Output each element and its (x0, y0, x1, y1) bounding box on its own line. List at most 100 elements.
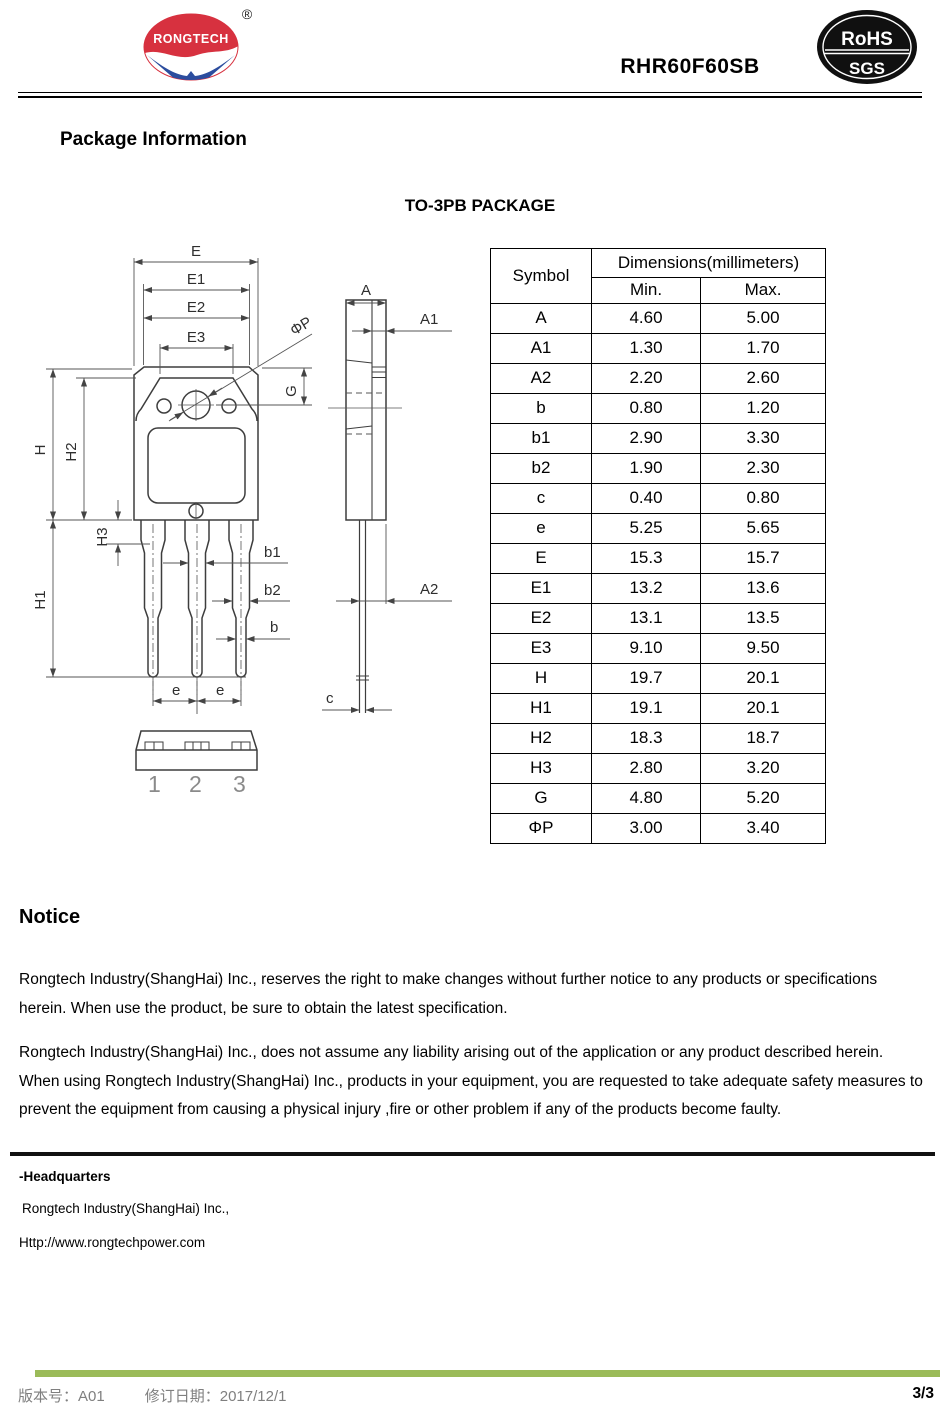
min-cell: 2.20 (591, 363, 701, 394)
symbol-cell: E1 (490, 573, 592, 604)
notice-title: Notice (19, 906, 81, 928)
symbol-cell: c (490, 483, 592, 514)
dim-label-H2: H2 (63, 442, 80, 461)
max-cell: 2.30 (700, 453, 826, 484)
notice-paragraph-1: Rongtech Industry(ShangHai) Inc., reserv… (19, 971, 878, 1017)
section-title: Package Information (60, 129, 247, 150)
part-number-title: RHR60F60SB (620, 55, 760, 78)
revision-label: 修订日期： (144, 1388, 220, 1405)
table-row: H3 2.80 3.20 (490, 753, 826, 784)
min-cell: 4.60 (591, 303, 701, 334)
symbol-cell: H (490, 663, 592, 694)
header-divider (18, 92, 922, 98)
revision-value: 2017/12/1 (219, 1388, 287, 1405)
package-outline-drawing: E E1 E2 E3 H H2 H1 H3 G ΦP b1 b2 b e e A… (32, 245, 452, 797)
min-cell: 1.90 (591, 453, 701, 484)
min-cell: 3.00 (591, 813, 701, 844)
bottom-view (135, 730, 258, 771)
front-view-dimensions (46, 258, 313, 714)
table-row: A1 1.30 1.70 (490, 333, 826, 364)
table-row: c 0.40 0.80 (490, 483, 826, 514)
max-cell: 15.7 (700, 543, 826, 574)
min-cell: 15.3 (591, 543, 701, 574)
side-view-dimensions (322, 299, 452, 714)
symbol-cell: ΦP (490, 813, 592, 844)
max-cell: 9.50 (700, 633, 826, 664)
max-cell: 1.20 (700, 393, 826, 424)
side-view-hidden-lines (328, 392, 402, 435)
max-cell: 13.5 (700, 603, 826, 634)
front-view-centerlines (152, 389, 242, 695)
symbol-cell: A2 (490, 363, 592, 394)
rongtech-logo-icon: RONGTECH ® (143, 6, 253, 81)
package-name-title: TO-3PB PACKAGE (404, 196, 556, 215)
min-cell: 13.2 (591, 573, 701, 604)
symbol-cell: H3 (490, 753, 592, 784)
side-view (345, 299, 387, 713)
dim-label-H1: H1 (32, 590, 49, 609)
min-cell: 2.80 (591, 753, 701, 784)
col-header-dimensions: Dimensions(millimeters) (591, 248, 826, 278)
table-row: E3 9.10 9.50 (490, 633, 826, 664)
symbol-cell: A1 (490, 333, 592, 364)
max-cell: 3.20 (700, 753, 826, 784)
rohs-sgs-badge-icon: RoHS SGS (817, 10, 917, 84)
pin-1-label: 1 (148, 771, 161, 797)
logo-brand-text: RONGTECH (153, 32, 229, 46)
max-cell: 13.6 (700, 573, 826, 604)
footer-accent-bar (35, 1370, 940, 1377)
dim-label-A2: A2 (420, 581, 438, 598)
dim-label-E1: E1 (187, 271, 205, 288)
table-row: ΦP 3.00 3.40 (490, 813, 826, 844)
notice-paragraph-2: Rongtech Industry(ShangHai) Inc., does n… (19, 1044, 923, 1118)
table-row: H2 18.3 18.7 (490, 723, 826, 754)
dim-label-A: A (361, 282, 371, 299)
dim-label-H: H (32, 445, 49, 456)
pin-2-label: 2 (189, 771, 202, 797)
max-cell: 5.65 (700, 513, 826, 544)
dim-label-c: c (326, 690, 334, 707)
table-row: b1 2.90 3.30 (490, 423, 826, 454)
table-row: b2 1.90 2.30 (490, 453, 826, 484)
company-website[interactable]: Http://www.rongtechpower.com (19, 1235, 206, 1250)
headquarters-label: -Headquarters (19, 1169, 111, 1184)
dim-label-E: E (191, 245, 201, 260)
table-row: E1 13.2 13.6 (490, 573, 826, 604)
max-cell: 18.7 (700, 723, 826, 754)
min-cell: 1.30 (591, 333, 701, 364)
max-cell: 5.00 (700, 303, 826, 334)
symbol-cell: e (490, 513, 592, 544)
table-row: G 4.80 5.20 (490, 783, 826, 814)
dim-label-e-right: e (216, 682, 224, 699)
dim-label-E2: E2 (187, 299, 205, 316)
min-cell: 9.10 (591, 633, 701, 664)
version-value: A01 (78, 1388, 105, 1405)
symbol-cell: H2 (490, 723, 592, 754)
table-row: b 0.80 1.20 (490, 393, 826, 424)
pin-3-label: 3 (233, 771, 246, 797)
footer-divider (10, 1152, 935, 1156)
dim-label-H3: H3 (94, 527, 111, 546)
min-cell: 19.1 (591, 693, 701, 724)
min-cell: 0.40 (591, 483, 701, 514)
symbol-cell: G (490, 783, 592, 814)
registered-mark-icon: ® (242, 6, 253, 22)
table-row: A2 2.20 2.60 (490, 363, 826, 394)
min-cell: 4.80 (591, 783, 701, 814)
dim-label-E3: E3 (187, 329, 205, 346)
symbol-cell: A (490, 303, 592, 334)
min-cell: 13.1 (591, 603, 701, 634)
min-cell: 0.80 (591, 393, 701, 424)
table-row: H1 19.1 20.1 (490, 693, 826, 724)
max-cell: 2.60 (700, 363, 826, 394)
symbol-cell: b1 (490, 423, 592, 454)
col-header-max: Max. (700, 277, 826, 304)
dim-label-A1: A1 (420, 311, 438, 328)
dimensions-table: Symbol Dimensions(millimeters) Min. Max.… (490, 248, 826, 844)
max-cell: 3.40 (700, 813, 826, 844)
min-cell: 18.3 (591, 723, 701, 754)
dim-label-b2: b2 (264, 582, 281, 599)
max-cell: 1.70 (700, 333, 826, 364)
max-cell: 5.20 (700, 783, 826, 814)
symbol-cell: E3 (490, 633, 592, 664)
